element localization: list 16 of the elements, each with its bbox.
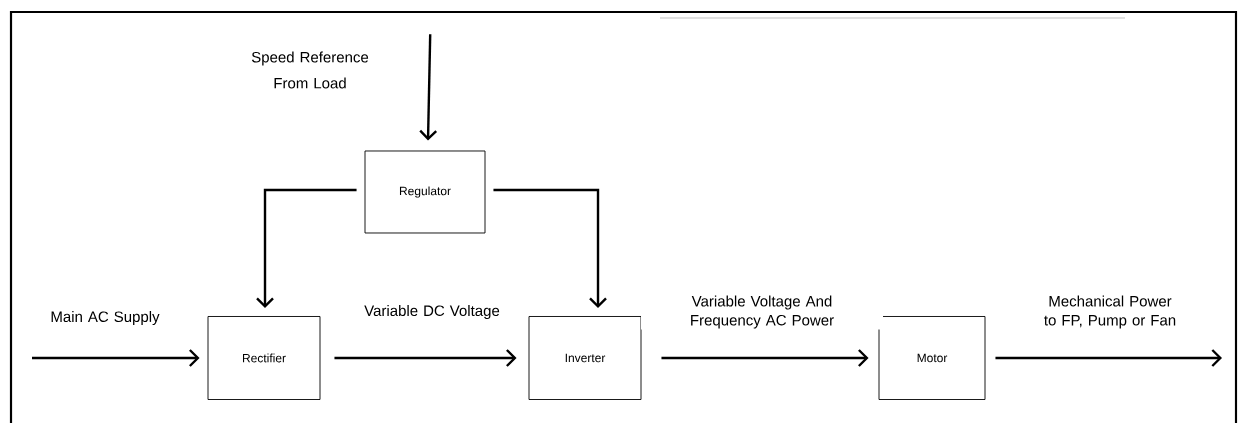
arrow — [995, 349, 1222, 367]
edge-label: Mechanical Power to FP, Pump or Fan — [1044, 295, 1176, 329]
arrow — [419, 34, 438, 141]
arrow — [493, 188, 607, 309]
arrow — [32, 349, 200, 367]
input-label: Speed Reference From Load — [251, 51, 369, 89]
process-box: Rectifier — [207, 316, 321, 400]
process-box: Motor — [878, 316, 986, 400]
arrow — [334, 349, 517, 367]
edge-label: Variable Voltage And Frequency AC Power — [691, 295, 834, 329]
edge-label: Variable DC Voltage — [364, 305, 500, 319]
process-box: Regulator — [364, 150, 486, 234]
edge-label: Main AC Supply — [51, 311, 160, 325]
arrow — [256, 188, 357, 309]
process-box: Inverter — [528, 316, 642, 400]
arrow — [661, 349, 869, 367]
